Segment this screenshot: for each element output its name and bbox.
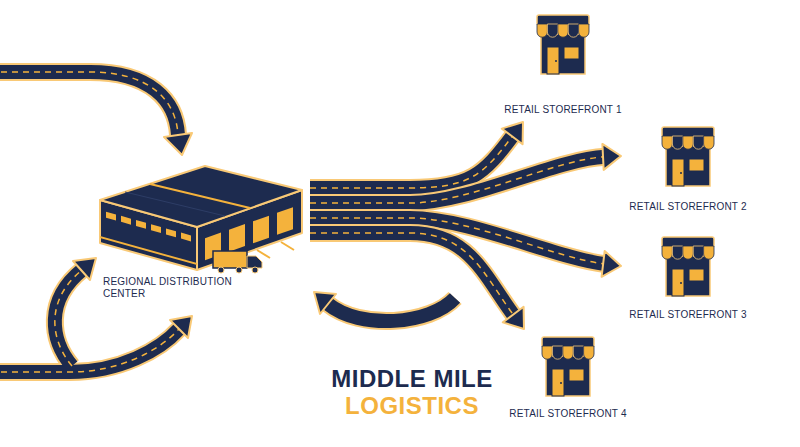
road-arrowhead bbox=[503, 307, 524, 329]
storefront-icon bbox=[542, 337, 594, 396]
node-label: REGIONAL DISTRIBUTION CENTER bbox=[103, 276, 239, 300]
node-label: RETAIL STOREFRONT 2 bbox=[624, 201, 752, 213]
retail-storefront: RETAIL STOREFRONT 4 bbox=[504, 332, 632, 422]
retail-storefront: RETAIL STOREFRONT 1 bbox=[499, 10, 627, 118]
title: MIDDLE MILE bbox=[282, 366, 542, 392]
retail-storefront: RETAIL STOREFRONT 3 bbox=[624, 232, 752, 323]
road-arrowhead bbox=[170, 316, 192, 338]
warehouse bbox=[100, 166, 302, 273]
road-connector bbox=[310, 144, 621, 203]
title-subline: LOGISTICS bbox=[282, 393, 542, 419]
storefront-icon bbox=[662, 237, 714, 296]
node-label: RETAIL STOREFRONT 3 bbox=[624, 309, 752, 321]
road bbox=[0, 72, 178, 135]
node-label: RETAIL STOREFRONT 1 bbox=[499, 104, 627, 116]
storefront-icon bbox=[537, 15, 589, 74]
distribution-center: REGIONAL DISTRIBUTION CENTER bbox=[95, 160, 310, 300]
storefront-icon bbox=[662, 127, 714, 186]
road-arrowhead bbox=[602, 144, 621, 170]
road-arrowhead bbox=[73, 258, 96, 280]
road-arrowhead bbox=[602, 251, 621, 277]
road-connector bbox=[310, 233, 524, 329]
road-arrowhead bbox=[502, 122, 523, 144]
return-road bbox=[328, 298, 455, 321]
road-arrowhead bbox=[164, 133, 192, 155]
road-arrowhead bbox=[314, 292, 336, 314]
retail-storefront: RETAIL STOREFRONT 2 bbox=[624, 122, 752, 215]
node-label: RETAIL STOREFRONT 4 bbox=[504, 408, 632, 420]
